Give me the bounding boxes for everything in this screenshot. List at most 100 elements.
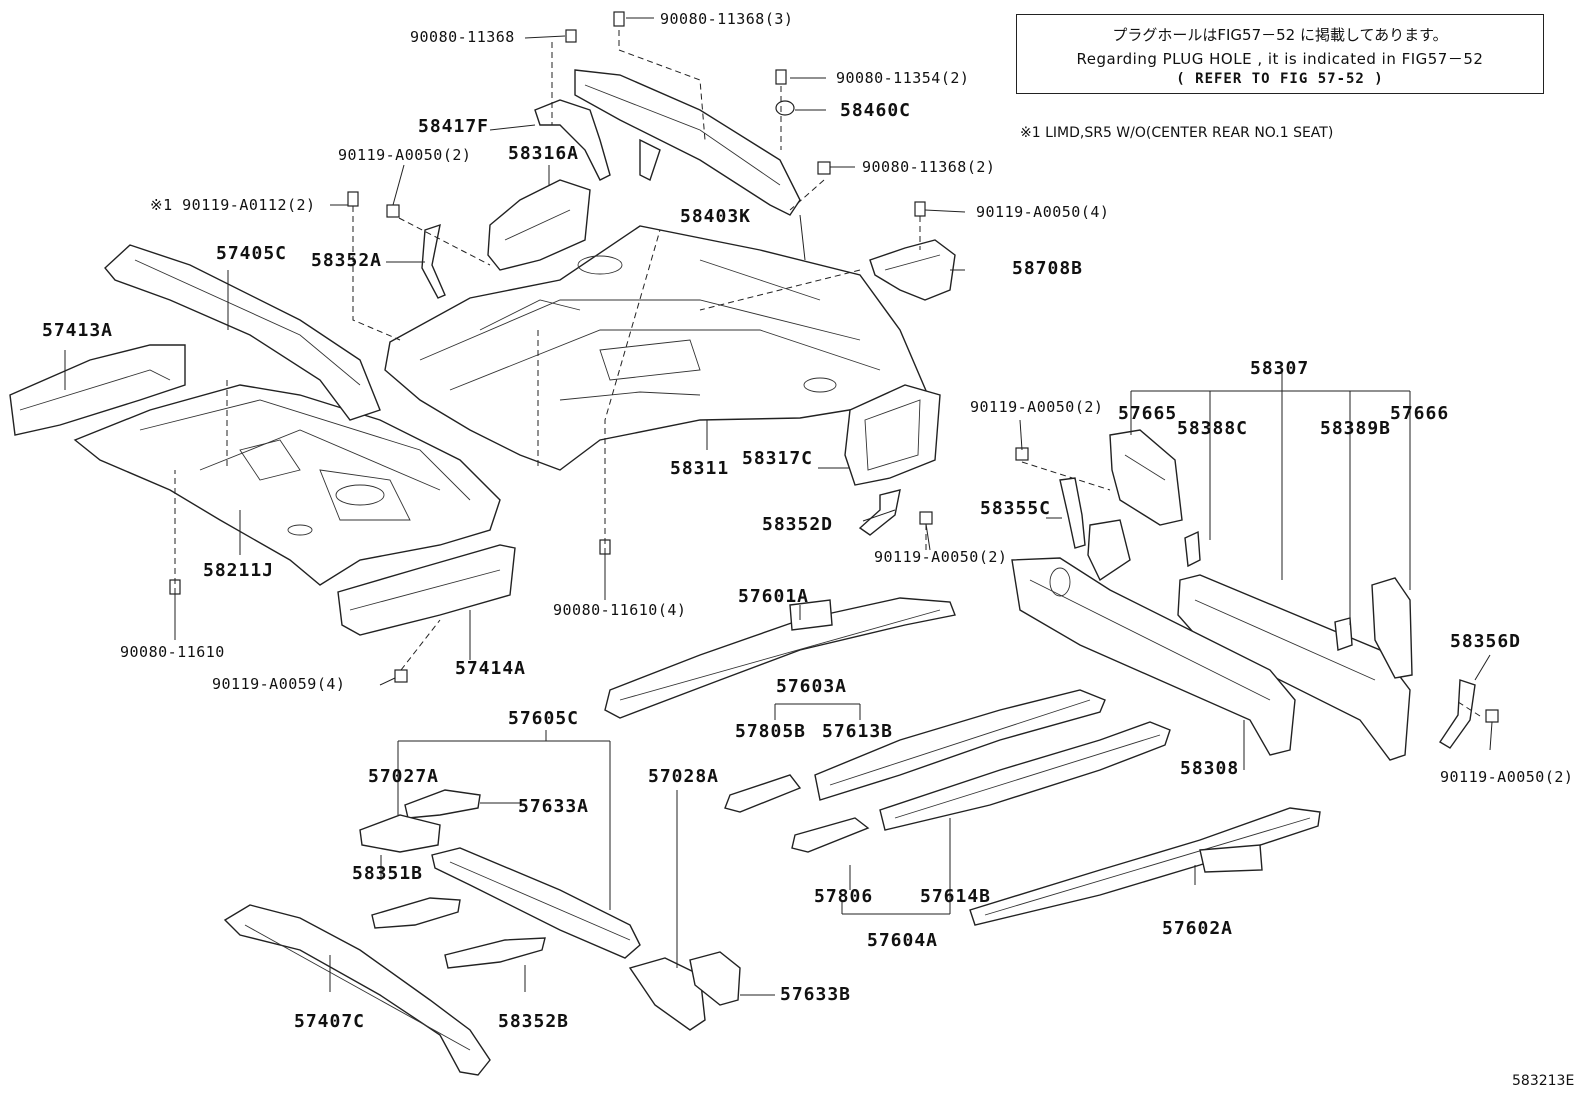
label-58352B: 58352B: [498, 1011, 570, 1032]
part-57028A: [628, 957, 706, 1031]
bolt-90080-11368-2: [817, 161, 831, 175]
bolt-90119-A0112-2: [347, 191, 359, 207]
label-58460C: 58460C: [840, 100, 912, 121]
clip-58460C: [775, 100, 795, 116]
part-58351B: [371, 897, 461, 929]
part-58352B: [444, 937, 546, 969]
label-57665: 57665: [1118, 403, 1178, 424]
label-57601A: 57601A: [738, 586, 810, 607]
label-58388C: 58388C: [1177, 418, 1249, 439]
label-58403K: 58403K: [680, 206, 752, 227]
bolt-90119-A0050-4: [914, 201, 926, 217]
brace-58356D: [1439, 679, 1476, 749]
crossmember-57414A: [337, 544, 516, 636]
bolt-90119-A0050-2-top: [386, 204, 400, 218]
label-57603A: 57603A: [776, 676, 848, 697]
bracket-58388C: [1184, 530, 1201, 568]
label-57407C: 57407C: [294, 1011, 366, 1032]
part-57633B: [689, 951, 741, 1006]
label-90119-A0050-2-low: 90119-A0050(2): [874, 548, 1008, 566]
panel-57665: [1109, 429, 1183, 526]
rear-rail-assembly-58307: [1087, 519, 1411, 761]
label-58211J: 58211J: [203, 560, 275, 581]
label-57413A: 57413A: [42, 320, 114, 341]
label-57414A: 57414A: [455, 658, 527, 679]
label-58355C: 58355C: [980, 498, 1052, 519]
bracket-58316A: [487, 179, 591, 271]
label-90080-11368-3: 90080-11368(3): [660, 10, 794, 28]
side-rail-57407C: [223, 904, 491, 1076]
bracket-58389B: [1334, 617, 1353, 651]
part-57027A: [359, 814, 441, 853]
bolt-90119-A0050-2-low: [919, 511, 933, 525]
part-57805B: [724, 774, 802, 813]
bracket-58417F: [534, 99, 611, 181]
brace-58355C: [1059, 477, 1086, 549]
label-90119-A0050-2-top: 90119-A0050(2): [338, 146, 472, 164]
bolt-90119-A0050-2-right: [1485, 709, 1499, 723]
side-rail-57405C: [104, 244, 381, 421]
label-57604A: 57604A: [867, 930, 939, 951]
label-90119-A0050-2-right: 90119-A0050(2): [1440, 768, 1574, 786]
label-58389B: 58389B: [1320, 418, 1392, 439]
notice-reference: ( REFER TO FIG 57-52 ): [1176, 71, 1384, 87]
label-58352A: 58352A: [311, 250, 383, 271]
crossmember-58403K: [574, 69, 801, 216]
footnote-remark: ※1 LIMD,SR5 W/O(CENTER REAR NO.1 SEAT): [1020, 125, 1334, 141]
label-90119-A0050-4: 90119-A0050(4): [976, 203, 1110, 221]
member-57613B: [814, 689, 1106, 801]
label-58351B: 58351B: [352, 863, 424, 884]
label-90080-11368: 90080-11368: [410, 28, 515, 46]
label-90119-A0059-4: 90119-A0059(4): [212, 675, 346, 693]
label-57614B: 57614B: [920, 886, 992, 907]
label-57602A: 57602A: [1162, 918, 1234, 939]
member-57605C: [431, 847, 641, 959]
part-57806: [791, 817, 870, 853]
label-90080-11610-4: 90080-11610(4): [553, 601, 687, 619]
label-90119-A0050-2-mid: 90119-A0050(2): [970, 398, 1104, 416]
label-57405C: 57405C: [216, 243, 288, 264]
label-57806: 57806: [814, 886, 874, 907]
rear-rail-58308: [1011, 557, 1296, 756]
label-58352D: 58352D: [762, 514, 834, 535]
label-57633A: 57633A: [518, 796, 590, 817]
label-90080-11354-2: 90080-11354(2): [836, 69, 970, 87]
panel-57666: [1371, 577, 1413, 679]
label-58708B: 58708B: [1012, 258, 1084, 279]
bracket-58708B: [869, 239, 956, 301]
bolt-90080-11354-2: [775, 69, 787, 85]
label-58307: 58307: [1250, 358, 1310, 379]
notice-box: プラグホールはFIG57－52 に掲載してあります。 Regarding PLU…: [1016, 14, 1544, 94]
label-57605C: 57605C: [508, 708, 580, 729]
label-58308: 58308: [1180, 758, 1240, 779]
label-90119-A0112-2: ※1 90119-A0112(2): [150, 196, 316, 214]
member-57614B: [879, 721, 1171, 831]
label-57027A: 57027A: [368, 766, 440, 787]
label-57805B: 57805B: [735, 721, 807, 742]
label-58316A: 58316A: [508, 143, 580, 164]
crossmember-57602A: [969, 807, 1321, 926]
label-90080-11368-2: 90080-11368(2): [862, 158, 996, 176]
crossmember-57601A: [604, 597, 956, 719]
panel-57413A: [9, 344, 186, 436]
brace-58352A: [421, 223, 446, 299]
label-58417F: 58417F: [418, 116, 490, 137]
label-58356D: 58356D: [1450, 631, 1522, 652]
bolt-90080-11368-3: [613, 11, 625, 27]
label-58311: 58311: [670, 458, 730, 479]
label-57666: 57666: [1390, 403, 1450, 424]
bolt-90119-A0059-4: [394, 669, 408, 683]
brace-58352D: [858, 489, 901, 536]
leader-lines: [64, 17, 1493, 996]
panel-58317C: [844, 384, 941, 486]
part-57633A: [404, 789, 481, 819]
label-57028A: 57028A: [648, 766, 720, 787]
notice-english: Regarding PLUG HOLE , it is indicated in…: [1076, 50, 1484, 68]
assembly-lines: [174, 30, 1481, 717]
label-57633B: 57633B: [780, 984, 852, 1005]
bolt-90080-11368: [565, 29, 577, 43]
label-90080-11610: 90080-11610: [120, 643, 225, 661]
notice-japanese: プラグホールはFIG57－52 に掲載してあります。: [1112, 26, 1448, 44]
